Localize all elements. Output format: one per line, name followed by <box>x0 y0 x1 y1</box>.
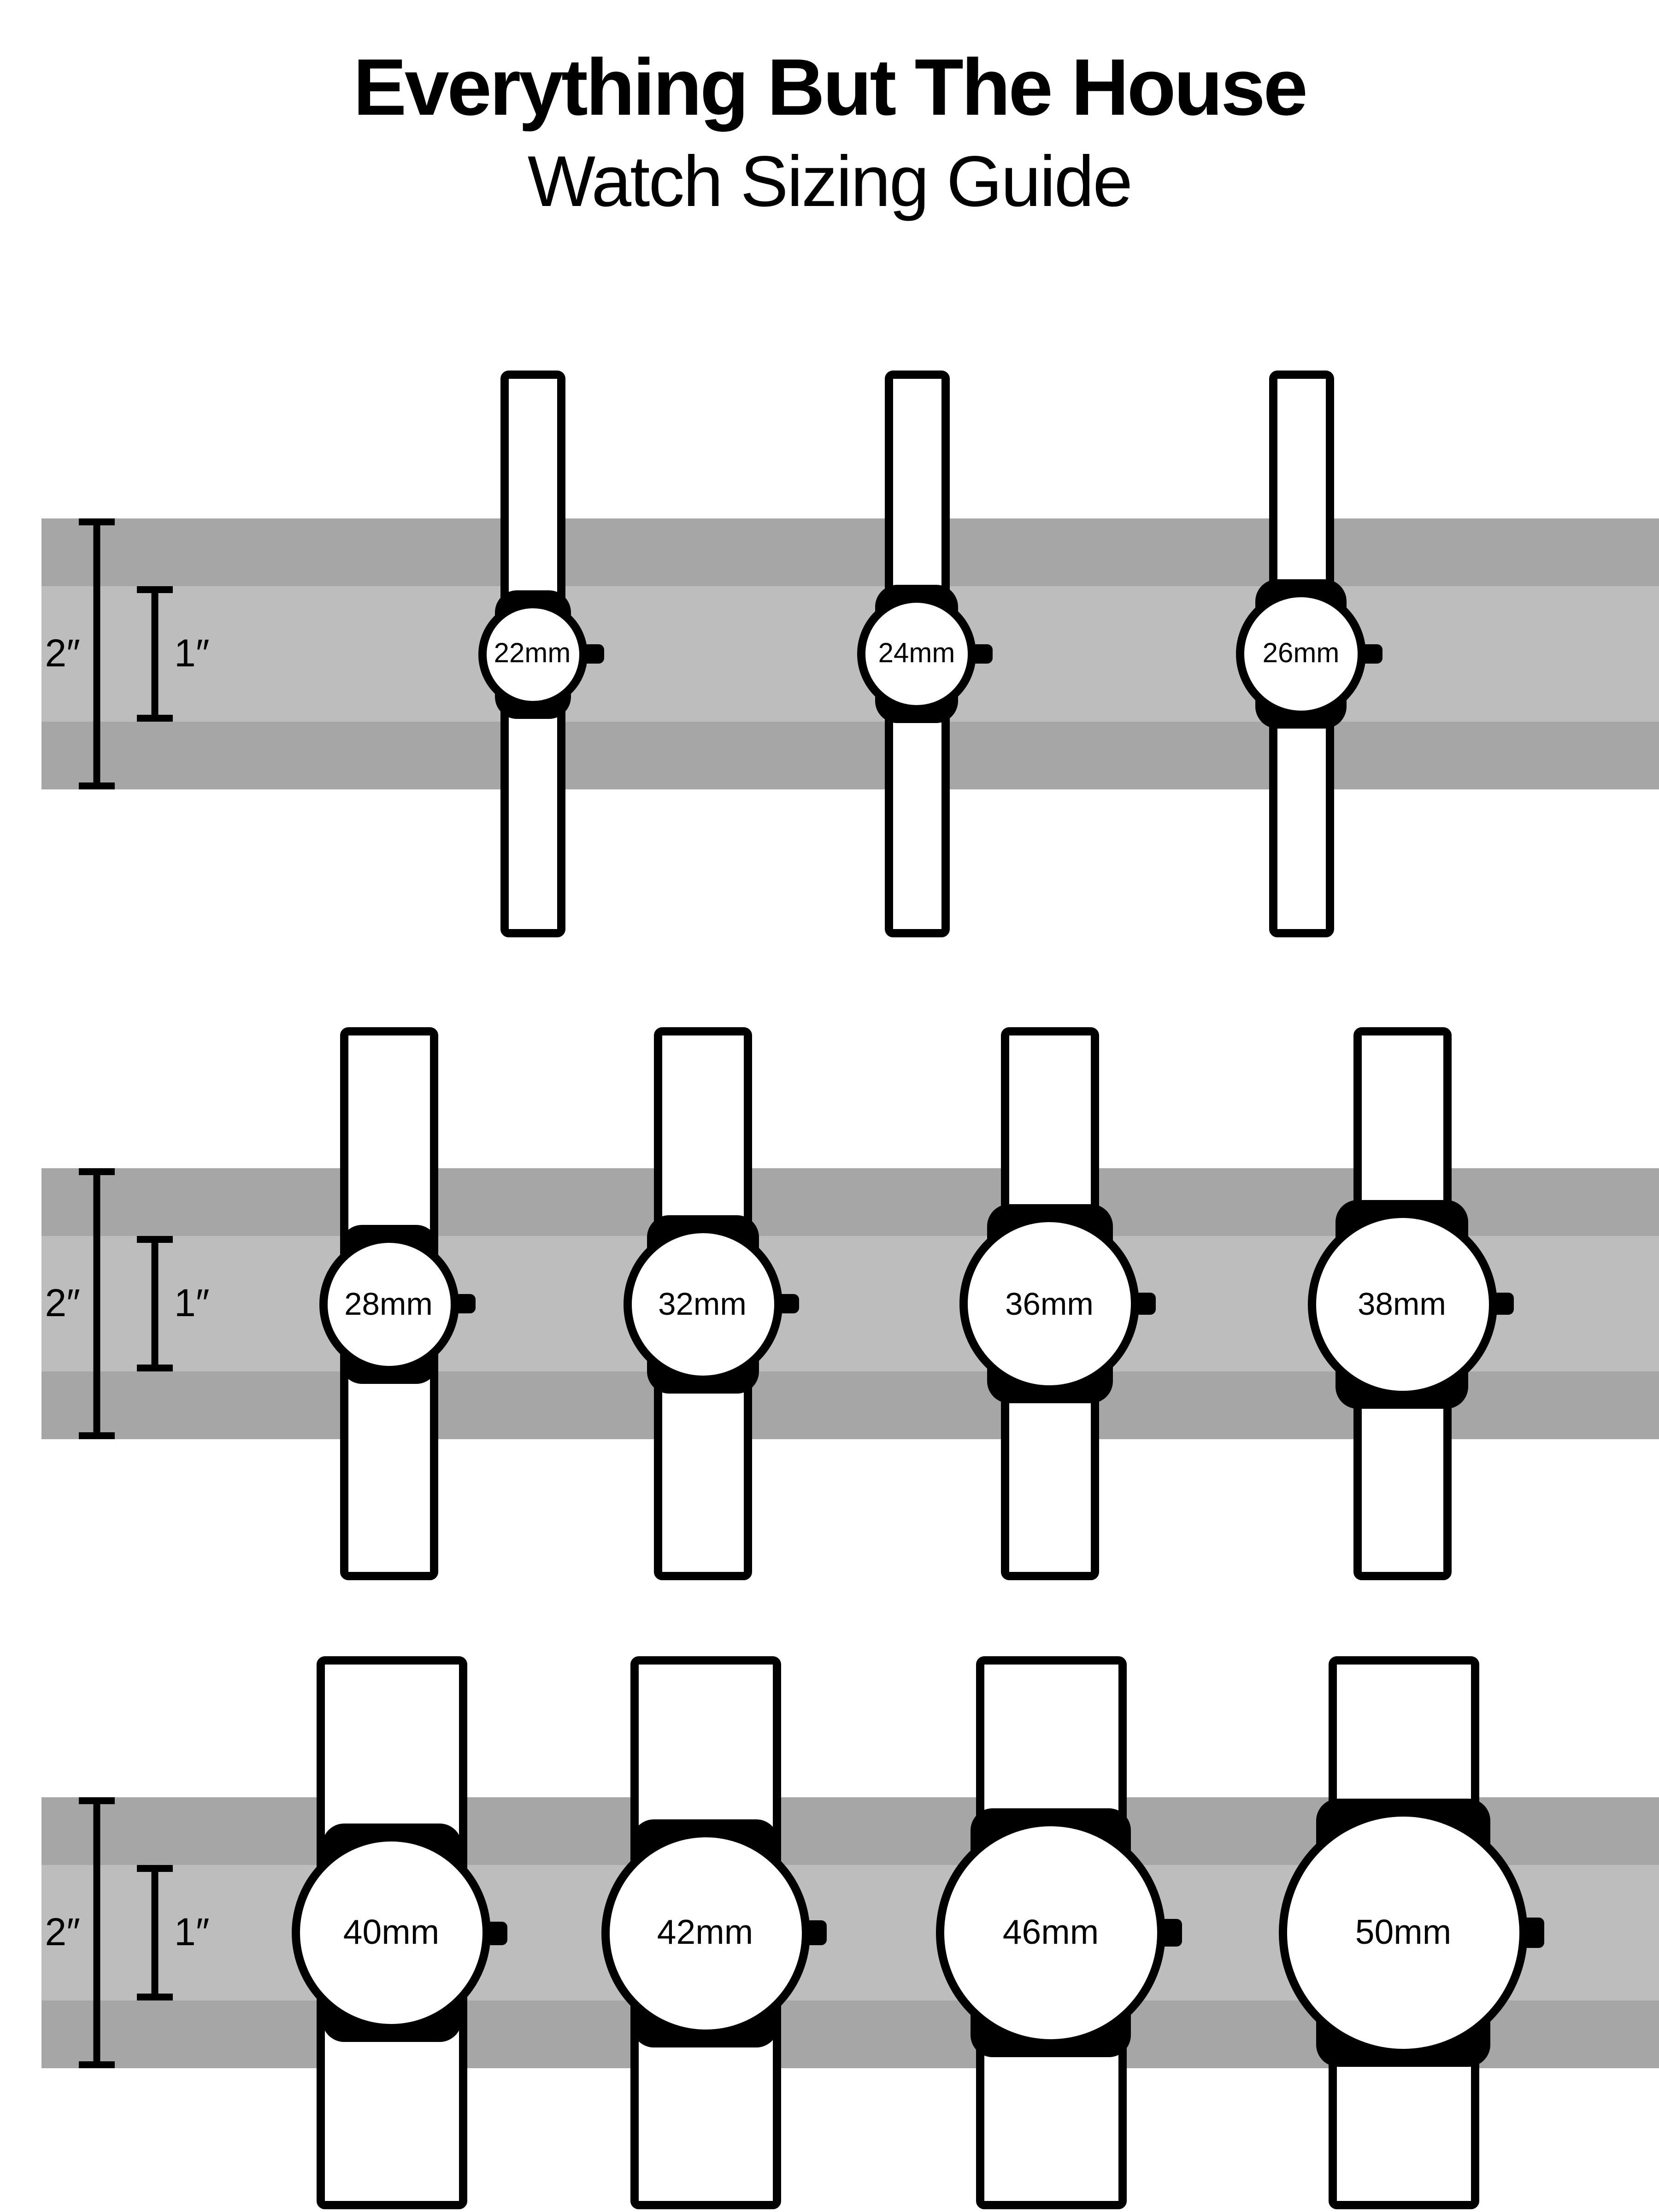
page-subtitle: Watch Sizing Guide <box>527 142 1133 223</box>
ruler-1in-marker <box>137 1865 173 2000</box>
ruler-1in-marker <box>137 586 173 722</box>
watch-dial: 22mm <box>477 599 587 709</box>
watch-dial: 42mm <box>600 1828 810 2037</box>
size-band-1in <box>41 586 1659 722</box>
ruler-1in-line <box>151 1236 159 1371</box>
page-title: Everything But The House <box>353 43 1308 133</box>
watch-dial: 46mm <box>936 1818 1165 2047</box>
watch-dial: 26mm <box>1236 589 1366 719</box>
watch-size-label: 50mm <box>1355 1912 1452 1952</box>
ruler-2in-line <box>93 1797 100 2068</box>
ruler-2in-label: 2″ <box>45 1282 80 1324</box>
ruler-2in-label: 2″ <box>45 1911 80 1953</box>
watch-size-label: 28mm <box>344 1285 433 1321</box>
watch-size-label: 40mm <box>343 1912 440 1952</box>
ruler-1in-label: 1″ <box>174 1282 210 1324</box>
watch-dial: 38mm <box>1307 1209 1497 1399</box>
watch-dial: 24mm <box>857 594 976 713</box>
watch-size-label: 38mm <box>1358 1285 1446 1321</box>
ruler-2in-line <box>93 518 100 789</box>
watch-dial: 32mm <box>623 1224 782 1383</box>
ruler-1in-marker <box>137 1236 173 1371</box>
watch-dial: 50mm <box>1279 1808 1528 2057</box>
watch-size-label: 42mm <box>657 1912 753 1952</box>
watch-size-label: 36mm <box>1005 1285 1094 1321</box>
ruler-2in-label: 2″ <box>45 632 80 675</box>
watch-size-label: 46mm <box>1002 1912 1099 1952</box>
watch-size-label: 22mm <box>494 638 571 669</box>
watch-dial: 28mm <box>318 1234 459 1374</box>
watch-size-label: 26mm <box>1262 638 1340 669</box>
ruler-1in-label: 1″ <box>174 632 210 675</box>
ruler-2in-marker <box>79 1797 115 2068</box>
watch-size-label: 24mm <box>878 638 955 669</box>
watch-dial: 36mm <box>959 1214 1139 1394</box>
ruler-1in-line <box>151 586 159 722</box>
watch-size-label: 32mm <box>658 1285 747 1321</box>
ruler-2in-line <box>93 1168 100 1439</box>
ruler-2in-marker <box>79 518 115 789</box>
watch-dial: 40mm <box>292 1833 491 2032</box>
ruler-1in-line <box>151 1865 159 2000</box>
ruler-1in-label: 1″ <box>174 1911 210 1953</box>
ruler-2in-marker <box>79 1168 115 1439</box>
